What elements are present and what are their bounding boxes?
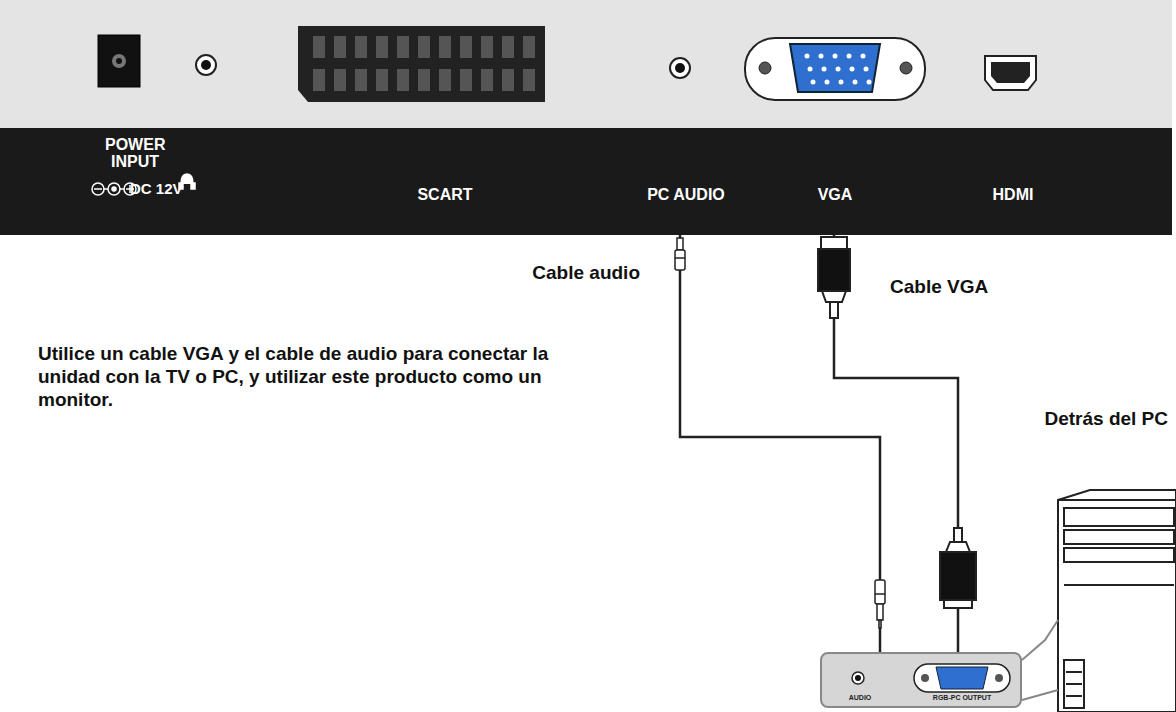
port-illustration xyxy=(822,654,1024,710)
port-label: SCART xyxy=(417,186,472,204)
port-label: PC AUDIO xyxy=(647,186,725,204)
voltage-label: DC 12V xyxy=(130,180,183,197)
polarity-symbol xyxy=(92,183,136,195)
callout-wedge xyxy=(1022,620,1058,700)
audio-plug xyxy=(675,238,685,270)
port-label: AUDIO xyxy=(849,694,872,701)
pc-back-panel: AUDIO RGB-PC OUTPUT xyxy=(820,652,1022,708)
cable-label: Cable audio xyxy=(532,262,640,284)
cable-label: Cable VGA xyxy=(890,276,988,298)
audio-plug xyxy=(875,580,885,628)
port-label: HDMI xyxy=(993,186,1034,204)
instruction-note: Utilice un cable VGA y el cable de audio… xyxy=(38,342,558,411)
port-label: RGB-PC OUTPUT xyxy=(933,694,991,701)
location-label: Detrás del PC xyxy=(1044,408,1168,430)
vga-plug xyxy=(818,237,850,318)
pc-tower xyxy=(1058,490,1176,712)
cable xyxy=(680,235,880,652)
port-label: POWER INPUT xyxy=(105,136,165,170)
tv-back-panel: POWER INPUT DC 12V SCART PC AUDIO VGA HDMI xyxy=(0,0,1172,235)
vga-plug xyxy=(940,528,976,608)
port-label: VGA xyxy=(818,186,853,204)
